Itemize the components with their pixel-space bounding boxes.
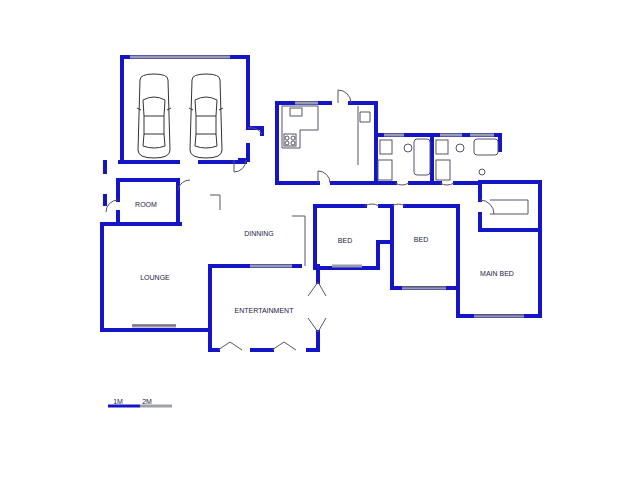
room-label: LOUNGE	[140, 274, 170, 281]
room-label: MAIN BED	[480, 270, 514, 277]
room-label: DINNING	[244, 230, 274, 237]
room-label: BED	[338, 237, 352, 244]
room-label: ENTERTAINMENT	[235, 307, 294, 314]
scale-label: 1M	[113, 398, 123, 405]
room-label: BED	[414, 236, 428, 243]
room-label: ROOM	[135, 201, 157, 208]
scale-label: 2M	[142, 398, 152, 405]
